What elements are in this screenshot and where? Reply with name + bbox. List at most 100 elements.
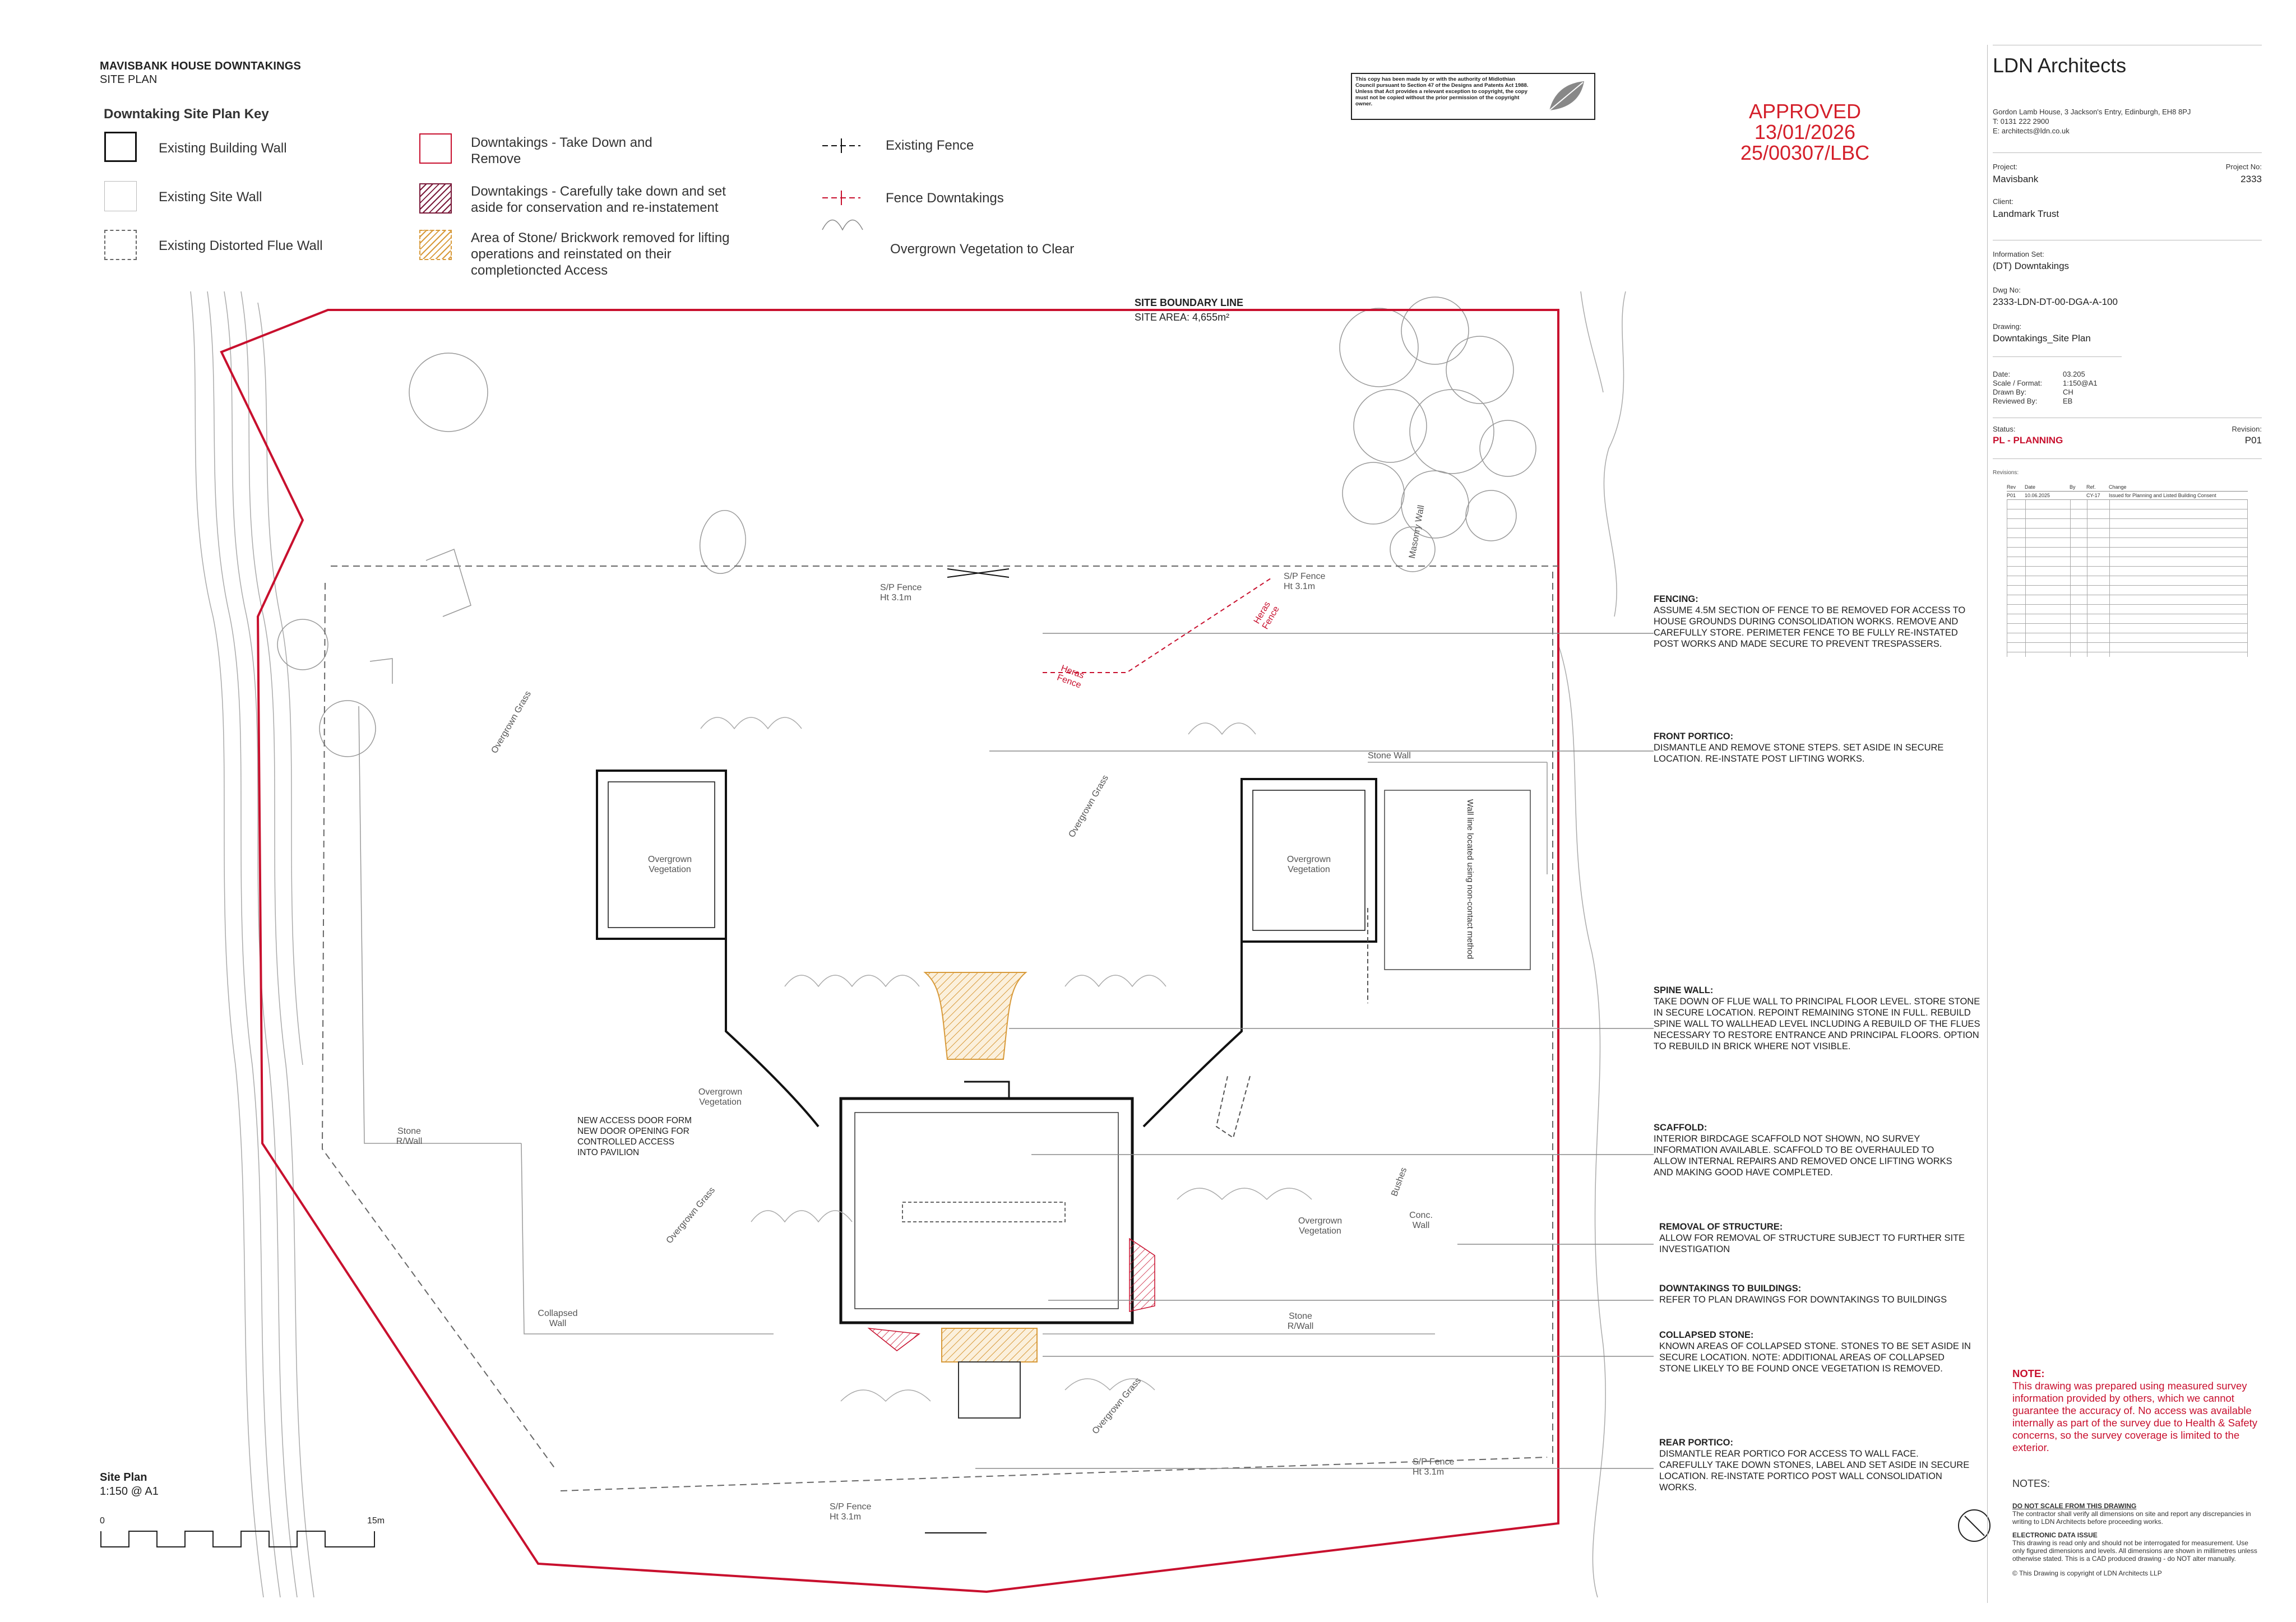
rev-col-header: Rev	[2007, 484, 2016, 490]
project-no-value: 2333	[2241, 174, 2262, 184]
note-body: DISMANTLE AND REMOVE STONE STEPS. SET AS…	[1654, 743, 1944, 764]
legend-label: Existing Building Wall	[159, 141, 287, 156]
pavilion-left	[596, 770, 727, 940]
vegetation-cluster	[277, 296, 1536, 757]
fence-label: S/P Fence	[880, 583, 922, 592]
note-heading: SCAFFOLD:	[1654, 1123, 1707, 1133]
vegetation-label-right: Overgrown Vegetation	[1286, 855, 1331, 874]
note-body: KNOWN AREAS OF COLLAPSED STONE. STONES T…	[1659, 1341, 1971, 1374]
rev-cell: 10.06.2025	[2025, 493, 2050, 498]
revisions-empty-rows	[2007, 500, 2248, 657]
site-boundary-label: SITE BOUNDARY LINE	[1135, 297, 1244, 308]
survey-note-heading: NOTE:	[2012, 1368, 2045, 1379]
status-value: PL - PLANNING	[1993, 435, 2063, 446]
fence-height-label: Ht 3.1m	[1284, 582, 1316, 591]
general-notes: DO NOT SCALE FROM THIS DRAWING The contr…	[2012, 1502, 2259, 1577]
scale-title: Site Plan	[100, 1471, 147, 1484]
survey-note: NOTE: This drawing was prepared using me…	[2012, 1368, 2265, 1454]
vegetation-label-west: Overgrown Vegetation	[698, 1087, 743, 1107]
legend-swatch-set-aside	[419, 183, 452, 214]
conc-wall-label: Conc. Wall	[1409, 1211, 1433, 1230]
site-walls	[358, 548, 1548, 1334]
new-access-note: NEW ACCESS DOOR FORM NEW DOOR OPENING FO…	[577, 1116, 692, 1157]
legend-label: Overgrown Vegetation to Clear	[890, 242, 1075, 257]
revisions-header-row: Rev Date By Ref. Change	[2007, 484, 2248, 492]
date-value: 03.205	[2063, 370, 2085, 378]
rev-cell: CY-17	[2086, 493, 2100, 498]
firm-name: LDN Architects	[1993, 54, 2127, 77]
legend-label: Existing Distorted Flue Wall	[159, 238, 323, 253]
info-set-label: Information Set:	[1993, 250, 2044, 258]
approval-ref: 25/00307/LBC	[1740, 141, 1870, 164]
reviewed-by-label: Reviewed By:	[1993, 397, 2038, 405]
title-block-rule	[1993, 356, 2122, 357]
legend-swatch-fences	[822, 138, 863, 231]
rear-portico-hatch	[941, 1328, 1038, 1363]
fence-height-label: Ht 3.1m	[830, 1512, 862, 1522]
reviewed-by-value: EB	[2063, 397, 2073, 405]
scale-ratio: 1:150 @ A1	[100, 1485, 159, 1498]
approval-date: 13/01/2026	[1754, 121, 1856, 143]
note-body: ASSUME 4.5M SECTION OF FENCE TO BE REMOV…	[1654, 605, 1966, 649]
site-area-label: SITE AREA: 4,655m²	[1135, 312, 1230, 323]
legend-label: Downtakings - Take Down and Remove	[471, 135, 652, 166]
legend-swatch-flue-wall	[104, 230, 137, 260]
site-boundary-line	[220, 309, 1559, 1593]
legend-label: Downtakings - Carefully take down and se…	[471, 184, 726, 215]
scale-start: 0	[100, 1516, 105, 1526]
note-body: INTERIOR BIRDCAGE SCAFFOLD NOT SHOWN, NO…	[1654, 1134, 1952, 1178]
note-body: DISMANTLE REAR PORTICO FOR ACCESS TO WAL…	[1659, 1449, 1970, 1493]
vegetation-label-left: Overgrown Vegetation	[647, 855, 692, 874]
client-value: Landmark Trust	[1993, 208, 2059, 219]
legend-label: Fence Downtakings	[886, 191, 1004, 206]
revisions-label: Revisions:	[1993, 470, 2019, 476]
note-scaffold: SCAFFOLD: INTERIOR BIRDCAGE SCAFFOLD NOT…	[1654, 1123, 1968, 1178]
heras-fence-downtakings	[1043, 577, 1273, 673]
distorted-flue-wall	[1215, 908, 1368, 1139]
stone-wall-label: Stone R/Wall	[396, 1127, 423, 1146]
front-portico-hatch	[923, 972, 1027, 1060]
rear-steps	[958, 1361, 1021, 1419]
date-label: Date:	[1993, 370, 2011, 378]
rev-col-header: Change	[2109, 484, 2127, 490]
north-arrow-icon	[1958, 1509, 1991, 1542]
drawn-by-value: CH	[2063, 388, 2073, 396]
revision-value: P01	[2244, 435, 2262, 446]
legend-label: Existing Fence	[886, 138, 974, 153]
drawing-label: Drawing:	[1993, 322, 2022, 331]
note-collapsed-stone: COLLAPSED STONE: KNOWN AREAS OF COLLAPSE…	[1659, 1330, 1973, 1374]
scale-format-value: 1:150@A1	[2063, 379, 2098, 387]
legend-title: Downtaking Site Plan Key	[104, 106, 269, 122]
drawing-subtitle: SITE PLAN	[100, 73, 158, 86]
notes-2-body: This drawing is read only and should not…	[2012, 1539, 2257, 1563]
survey-note-body: This drawing was prepared using measured…	[2012, 1380, 2258, 1453]
client-label: Client:	[1993, 197, 2013, 206]
dwg-no-value: 2333-LDN-DT-00-DGA-A-100	[1993, 296, 2118, 307]
title-block-rule	[1993, 152, 2262, 153]
oak-leaf-icon	[1538, 74, 1594, 119]
drawing-value: Downtakings_Site Plan	[1993, 333, 2091, 344]
note-body: ALLOW FOR REMOVAL OF STRUCTURE SUBJECT T…	[1659, 1233, 1965, 1254]
scale-format-label: Scale / Format:	[1993, 379, 2043, 387]
approval-stamp: APPROVED 13/01/2026 25/00307/LBC	[1710, 101, 1900, 163]
copyright-stamp-text: This copy has been made by or with the a…	[1355, 76, 1529, 107]
copyright-line: © This Drawing is copyright of LDN Archi…	[2012, 1569, 2162, 1577]
wall-line-label: Wall line located using non-contact meth…	[1465, 799, 1475, 960]
firm-address: Gordon Lamb House, 3 Jackson's Entry, Ed…	[1993, 108, 2191, 116]
note-heading: REAR PORTICO:	[1659, 1438, 1733, 1448]
note-front-portico: FRONT PORTICO: DISMANTLE AND REMOVE STON…	[1654, 731, 1968, 764]
revision-label: Revision:	[2232, 425, 2262, 433]
copyright-stamp: This copy has been made by or with the a…	[1351, 73, 1595, 120]
notes-heading: NOTES:	[2012, 1478, 2050, 1489]
fence-gate	[947, 568, 1010, 578]
approval-status: APPROVED	[1748, 100, 1862, 123]
legend-swatch-stone-removed	[419, 230, 452, 260]
fence-height-label: Ht 3.1m	[1413, 1467, 1445, 1477]
fence-label: S/P Fence	[1413, 1457, 1455, 1467]
stone-wall-label: Stone Wall	[1368, 751, 1411, 761]
contour-lines	[190, 291, 1626, 1598]
note-leaders	[975, 633, 1654, 1469]
notes-1-body: The contractor shall verify all dimensio…	[2012, 1510, 2251, 1526]
status-label: Status:	[1993, 425, 2016, 433]
fence-label: S/P Fence	[1284, 572, 1326, 581]
